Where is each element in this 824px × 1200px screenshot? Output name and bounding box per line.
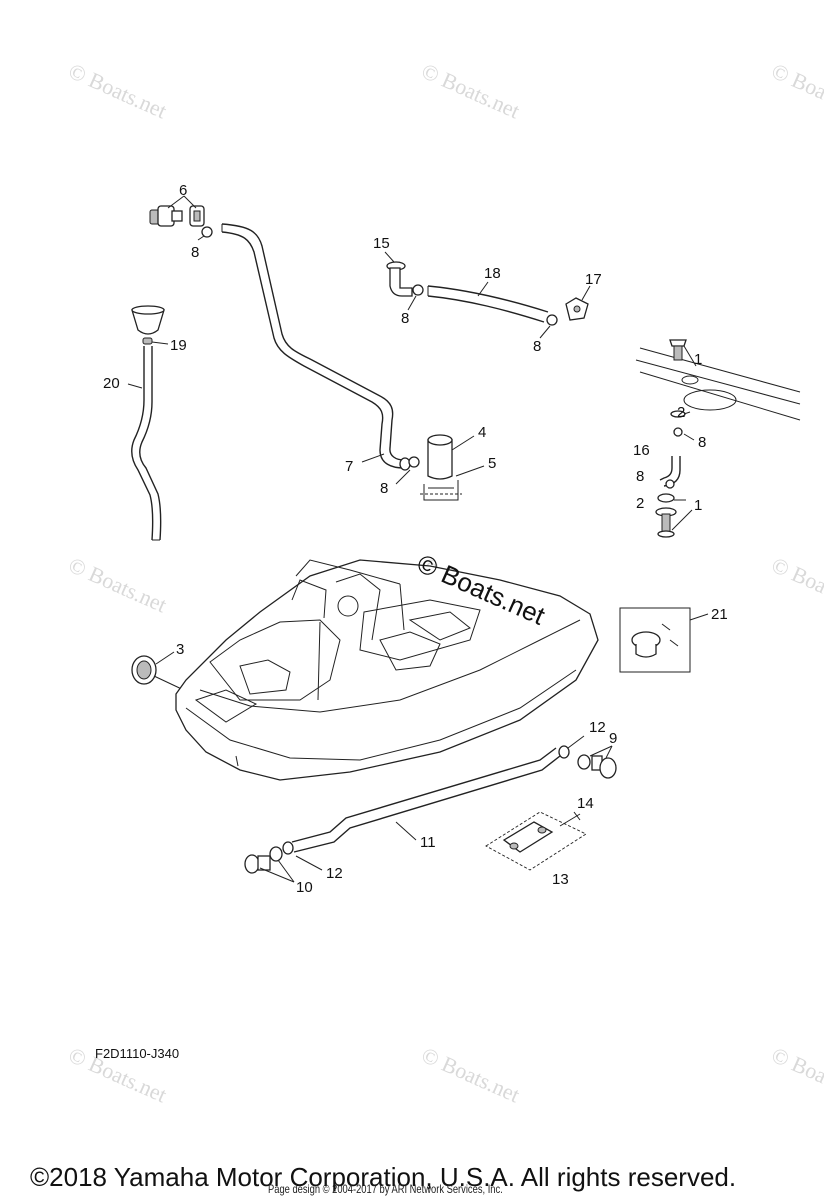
part-21-box <box>619 607 709 673</box>
callout-21: 21 <box>711 606 728 623</box>
part-inset-detail <box>635 339 801 538</box>
part-15-fitting <box>384 251 413 297</box>
part-19-cup <box>131 305 169 345</box>
callout-8: 8 <box>191 244 200 261</box>
callout-7: 7 <box>345 458 354 475</box>
callout-15: 15 <box>373 235 390 252</box>
callout-14: 14 <box>577 795 594 812</box>
callout-12: 12 <box>589 719 606 736</box>
part-11-tube <box>291 747 561 853</box>
callout-19: 19 <box>170 337 187 354</box>
callout-8: 8 <box>698 434 707 451</box>
part-8-clamp <box>197 226 213 241</box>
callout-1: 1 <box>694 497 703 514</box>
copyright-notice: ©2018 Yamaha Motor Corporation, U.S.A. A… <box>30 1162 737 1192</box>
callout-17: 17 <box>585 271 602 288</box>
callout-11: 11 <box>420 834 436 851</box>
part-12-collar <box>282 735 585 871</box>
callout-8: 8 <box>380 480 389 497</box>
part-7-hose <box>221 223 420 485</box>
part-9-fitting <box>577 745 617 779</box>
callout-1: 1 <box>694 351 703 368</box>
part-8-clamp <box>407 284 424 311</box>
callout-5: 5 <box>488 455 497 472</box>
part-10-fitting <box>244 846 295 883</box>
callout-12: 12 <box>326 865 343 882</box>
page-design-notice: Page design © 2004-2017 by ARI Network S… <box>268 1182 503 1196</box>
part-6-fitting <box>149 195 205 227</box>
part-18-hose <box>427 281 549 323</box>
callout-16: 16 <box>633 442 650 459</box>
callout-8: 8 <box>533 338 542 355</box>
callout-4: 4 <box>478 424 487 441</box>
callout-10: 10 <box>296 879 313 896</box>
callout-9: 9 <box>609 730 618 747</box>
part-3-plug <box>131 651 189 693</box>
boat-hull <box>175 559 599 781</box>
part-20-hose <box>127 346 162 541</box>
callout-18: 18 <box>484 265 501 282</box>
part-4-canister <box>420 434 485 501</box>
part-17-fitting <box>565 285 591 321</box>
callout-2: 2 <box>677 404 686 421</box>
part-8-clamp <box>539 314 558 339</box>
callout-3: 3 <box>176 641 185 658</box>
callout-6: 6 <box>179 182 188 199</box>
callout-2: 2 <box>636 495 645 512</box>
part-13-bracket <box>485 811 587 871</box>
callout-8: 8 <box>401 310 410 327</box>
callout-20: 20 <box>103 375 120 392</box>
callout-13: 13 <box>552 871 569 888</box>
diagram-code: F2D1110-J340 <box>95 1046 180 1061</box>
callout-8: 8 <box>636 468 645 485</box>
